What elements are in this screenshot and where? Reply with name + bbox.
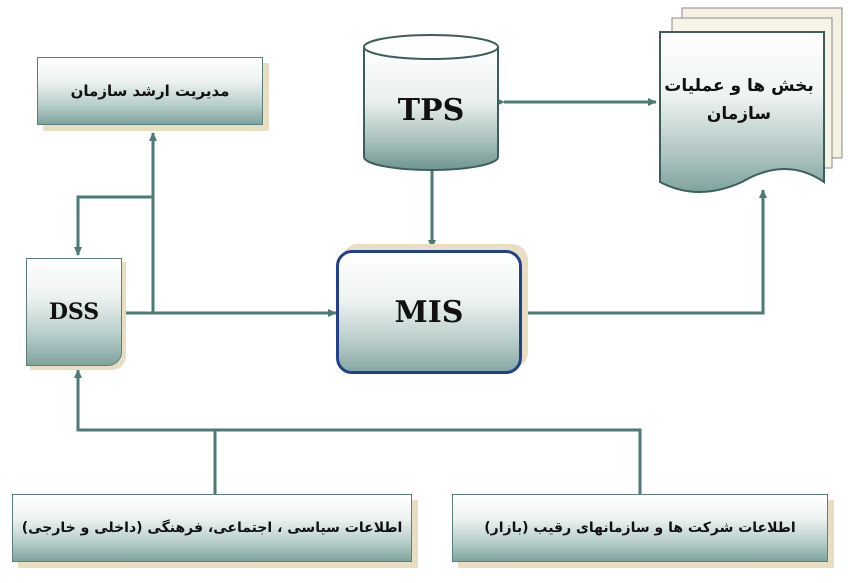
mis-label: MIS — [394, 294, 464, 330]
departments-stack: بخش ها و عملیات سازمان — [656, 6, 846, 196]
political-info-box: اطلاعات سیاسی ، اجتماعی، فرهنگی (داخلی و… — [12, 494, 412, 562]
departments-label: بخش ها و عملیات سازمان — [664, 76, 814, 124]
senior-management-label: مدیریت ارشد سازمان — [70, 82, 230, 100]
inputs-dss-connector — [74, 369, 642, 494]
competitor-info-label: اطلاعات شرکت ها و سازمانهای رقیب (بازار) — [484, 520, 796, 536]
political-info-label: اطلاعات سیاسی ، اجتماعی، فرهنگی (داخلی و… — [21, 520, 403, 536]
tps-label: TPS — [397, 93, 465, 128]
cylinder-shape — [363, 34, 499, 171]
senior-management-box: مدیریت ارشد سازمان — [37, 57, 263, 125]
tps-cylinder: TPS — [362, 33, 500, 173]
dss-label: DSS — [48, 299, 100, 325]
management-dss-connector — [74, 195, 153, 256]
mis-departments-connector — [514, 189, 767, 317]
competitor-info-box: اطلاعات شرکت ها و سازمانهای رقیب (بازار) — [452, 494, 828, 562]
dss-box: DSS — [26, 258, 122, 366]
mis-box: MIS — [336, 250, 522, 374]
document-stack-shape — [659, 7, 843, 193]
